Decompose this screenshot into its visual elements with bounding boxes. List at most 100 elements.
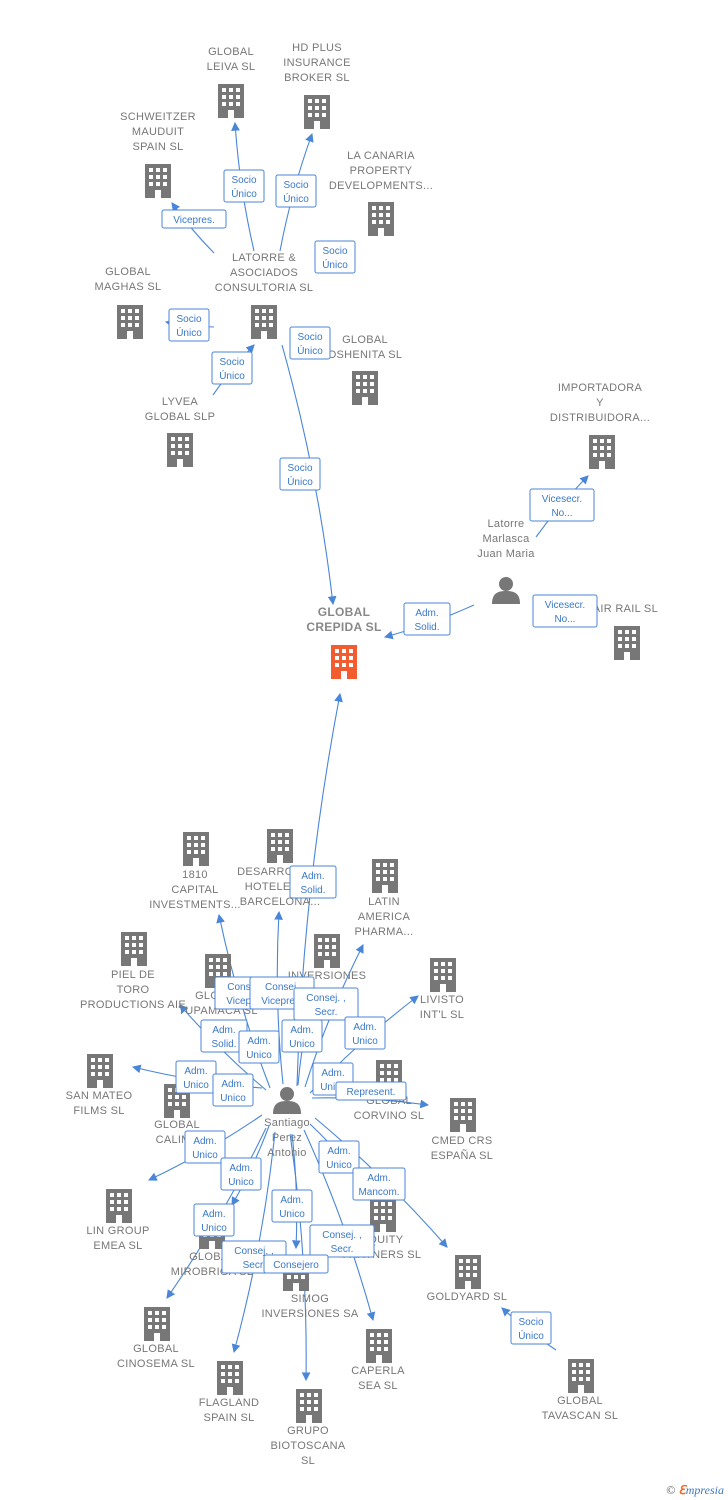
building-icon xyxy=(121,932,147,966)
relation-label-r23[interactable]: Represent. xyxy=(335,1081,407,1101)
relation-label-r20[interactable]: Adm.Unico xyxy=(175,1060,217,1094)
company-label-line: GLOBAL xyxy=(133,1343,179,1355)
relation-label-r21[interactable]: Adm.Unico xyxy=(212,1073,254,1107)
relation-label-r3[interactable]: Vicepres. xyxy=(161,209,227,229)
company-node-importadora[interactable]: IMPORTADORAYDISTRIBUIDORA... xyxy=(550,382,650,469)
relation-label-r10[interactable]: Adm.Solid. xyxy=(403,602,451,636)
relation-label-r31[interactable]: Consej. ,Secr. xyxy=(309,1224,375,1258)
building-icon xyxy=(331,645,357,679)
building-icon xyxy=(296,1389,322,1423)
relation-box xyxy=(220,1157,262,1191)
relation-box xyxy=(211,351,253,385)
relation-text: Consejero xyxy=(273,1260,319,1271)
relations-layer: SocioÚnicoSocioÚnicoVicepres.SocioÚnicoS… xyxy=(161,169,598,1345)
company-label-line: CREPIDA SL xyxy=(306,620,381,634)
company-node-la-canaria[interactable]: LA CANARIAPROPERTYDEVELOPMENTS... xyxy=(329,150,433,236)
relation-label-r28[interactable]: Adm.Unico xyxy=(271,1189,313,1223)
relation-label-r11[interactable]: Vicesecr.No... xyxy=(532,594,598,628)
building-icon xyxy=(304,95,330,129)
relation-box xyxy=(168,308,210,342)
relation-label-r18[interactable]: Adm.Unico xyxy=(281,1019,323,1053)
relation-label-r12[interactable]: Adm.Solid. xyxy=(289,865,337,899)
company-node-inversiones[interactable]: INVERSIONES xyxy=(288,934,367,982)
company-node-latin-america[interactable]: LATINAMERICAPHARMA... xyxy=(355,859,414,938)
company-label-line: INSURANCE xyxy=(283,57,351,69)
relation-label-r24[interactable]: Adm.Unico xyxy=(184,1130,226,1164)
company-label-line: BIOTOSCANA xyxy=(271,1440,346,1452)
company-label-line: LEIVA SL xyxy=(207,61,256,73)
company-label-line: BROKER SL xyxy=(284,72,350,84)
company-label-line: 1810 xyxy=(182,869,208,881)
person-label-line: Perez xyxy=(272,1132,302,1144)
building-icon xyxy=(368,202,394,236)
relation-box xyxy=(532,594,598,628)
relation-text: Unico xyxy=(192,1150,218,1161)
relation-label-r25[interactable]: Adm.Unico xyxy=(220,1157,262,1191)
relation-label-r27[interactable]: Adm.Mancom. xyxy=(352,1167,406,1201)
person-icon xyxy=(273,1087,301,1114)
relation-label-r15[interactable]: Consej. ,Secr. xyxy=(293,987,359,1021)
relation-label-r19[interactable]: Adm.Unico xyxy=(344,1016,386,1050)
company-node-air-rail[interactable]: AIR RAIL SL xyxy=(593,603,658,660)
relation-box xyxy=(212,1073,254,1107)
company-node-goldyard[interactable]: GOLDYARD SL xyxy=(427,1255,508,1303)
relation-text: Unico xyxy=(352,1036,378,1047)
relation-text: Secr. xyxy=(331,1244,354,1255)
relation-text: Vicepres. xyxy=(173,215,215,226)
relation-label-r29[interactable]: Adm.Unico xyxy=(193,1203,235,1237)
company-label-line: DEVELOPMENTS... xyxy=(329,180,433,192)
relation-text: Consej. , xyxy=(306,993,345,1004)
relation-text: Unico xyxy=(326,1160,352,1171)
footer-brand: © ℇmpresia xyxy=(666,1483,724,1498)
relation-box xyxy=(263,1254,329,1274)
brand-logo-icon: ℇ xyxy=(678,1483,686,1497)
relation-label-r32[interactable]: Consejero xyxy=(263,1254,329,1274)
relation-label-r26[interactable]: Adm. Unico xyxy=(318,1140,360,1174)
relation-text: Socio xyxy=(283,180,308,191)
building-icon xyxy=(314,934,340,968)
relation-text: Adm. xyxy=(327,1146,350,1157)
company-node-capital-1810[interactable]: 1810CAPITALINVESTMENTS... xyxy=(149,832,241,911)
relation-text: Solid. xyxy=(211,1039,236,1050)
relation-text: Adm. xyxy=(290,1025,313,1036)
relation-text: Adm. xyxy=(321,1068,344,1079)
building-icon xyxy=(144,1307,170,1341)
relation-box xyxy=(403,602,451,636)
relation-text: Adm. xyxy=(301,871,324,882)
company-label-line: PHARMA... xyxy=(355,926,414,938)
relation-label-r17[interactable]: Adm.Unico xyxy=(238,1030,280,1064)
company-label-line: SAN MATEO xyxy=(66,1090,133,1102)
company-label-line: CORVINO SL xyxy=(354,1110,425,1122)
relation-text: Unico xyxy=(220,1093,246,1104)
relation-label-r9[interactable]: Vicesecr.No... xyxy=(529,488,595,522)
